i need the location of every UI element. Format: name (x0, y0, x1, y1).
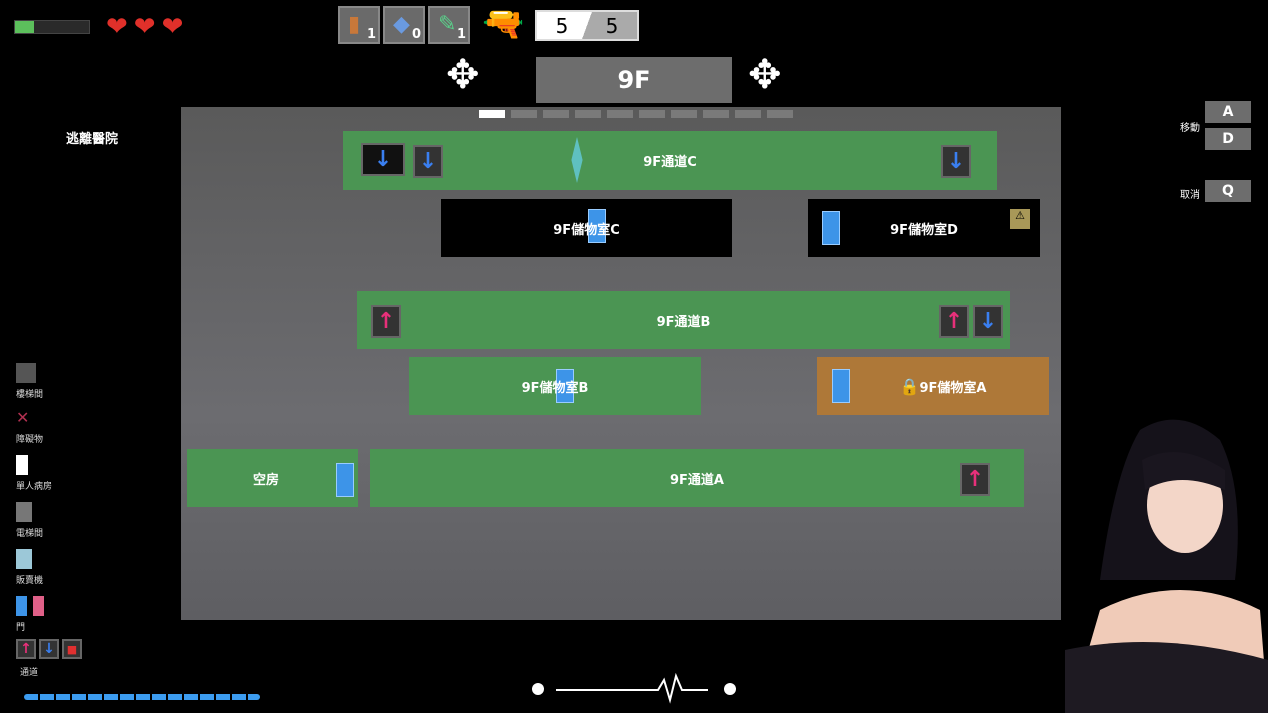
item-slot-syringe[interactable]: ✎1 (428, 6, 470, 44)
room-storage-d[interactable]: 9F儲物室D⚠ (808, 199, 1040, 257)
inventory: ▮1 ◆0 ✎1 (338, 6, 470, 44)
lock-icon: ■ (62, 639, 82, 659)
floor-label: 9F (536, 57, 732, 103)
heartbeat-monitor (532, 672, 736, 704)
door-icon[interactable] (556, 369, 574, 403)
character-portrait (1065, 419, 1268, 713)
floor-tab[interactable] (575, 110, 601, 118)
arrow-up-icon: ↑ (16, 639, 36, 659)
arrow-down-icon: ↓ (39, 639, 59, 659)
door-blue-icon (16, 596, 27, 616)
ornament-icon: ✥ (748, 52, 782, 98)
arrow-down-icon[interactable]: ↓ (941, 145, 971, 178)
room-storage-a[interactable]: 🔒9F儲物室A (817, 357, 1049, 415)
padlock-icon: 🔒 (899, 376, 920, 396)
warning-icon: ⚠ (1010, 209, 1030, 229)
door-icon[interactable] (336, 463, 354, 497)
save-crystal-icon[interactable] (571, 137, 583, 183)
single-ward-icon (16, 455, 28, 475)
floor-tab[interactable] (479, 110, 505, 118)
heart-icon: ❤ (133, 12, 156, 42)
vending-machine-icon (16, 549, 32, 569)
room-corridor-b[interactable]: 9F通道B ↑ ↑ ↓ (357, 291, 1010, 349)
heartbeat-line (556, 672, 708, 704)
heart-icon: ❤ (106, 12, 128, 42)
arrow-down-icon[interactable]: ↓ (973, 305, 1003, 338)
floor-tab[interactable] (639, 110, 665, 118)
ornament-icon: ✥ (446, 52, 480, 98)
item-slot-bandage[interactable]: ◆0 (383, 6, 425, 44)
elevator-icon (16, 502, 32, 522)
syringe-icon: ✎ (438, 12, 457, 37)
stairwell-icon (16, 363, 36, 383)
room-storage-b[interactable]: 9F儲物室B (409, 357, 701, 415)
cancel-label: 取消 (1180, 190, 1200, 201)
room-corridor-c[interactable]: 9F通道C ↓ ↓ ↓ (343, 131, 997, 190)
stamina-bar (14, 20, 90, 34)
floor-tab[interactable] (671, 110, 697, 118)
floor-tab[interactable] (543, 110, 569, 118)
bandage-icon: ◆ (393, 12, 410, 37)
floor-tab[interactable] (511, 110, 537, 118)
location-title: 逃離醫院 (66, 132, 119, 147)
heart-icon: ❤ (161, 12, 184, 42)
floor-tabs (479, 110, 793, 118)
room-storage-c[interactable]: 9F儲物室C (441, 199, 732, 257)
key-d-button[interactable]: D (1205, 128, 1251, 150)
move-label: 移動 (1180, 123, 1200, 134)
ghost-icon (532, 683, 544, 695)
revolver-icon: 🔫 (482, 4, 525, 44)
elevator-down-icon[interactable]: ↓ (361, 143, 405, 176)
room-empty[interactable]: 空房 (187, 449, 358, 507)
pill-bottle-icon: ▮ (348, 12, 361, 37)
floor-tab[interactable] (735, 110, 761, 118)
floor-tab[interactable] (767, 110, 793, 118)
item-slot-pills[interactable]: ▮1 (338, 6, 380, 44)
key-q-button[interactable]: Q (1205, 180, 1251, 202)
arrow-up-icon[interactable]: ↑ (939, 305, 969, 338)
obstacle-icon: ✕ (16, 408, 30, 427)
door-icon[interactable] (588, 209, 606, 243)
ghost-icon (724, 683, 736, 695)
arrow-up-icon[interactable]: ↑ (960, 463, 990, 496)
arrow-down-icon[interactable]: ↓ (413, 145, 443, 178)
arrow-up-icon[interactable]: ↑ (371, 305, 401, 338)
floor-tab[interactable] (703, 110, 729, 118)
key-a-button[interactable]: A (1205, 101, 1251, 123)
legend: 樓梯間 ✕障礙物 單人病房 電梯間 販賣機 門 ↑↓■通道 (16, 363, 82, 678)
sanity-bar (24, 694, 260, 700)
door-pink-icon (33, 596, 44, 616)
door-icon[interactable] (832, 369, 850, 403)
floor-tab[interactable] (607, 110, 633, 118)
door-icon[interactable] (822, 211, 840, 245)
health-hearts: ❤❤❤ (106, 12, 184, 42)
room-corridor-a[interactable]: 9F通道A ↑ (370, 449, 1024, 507)
